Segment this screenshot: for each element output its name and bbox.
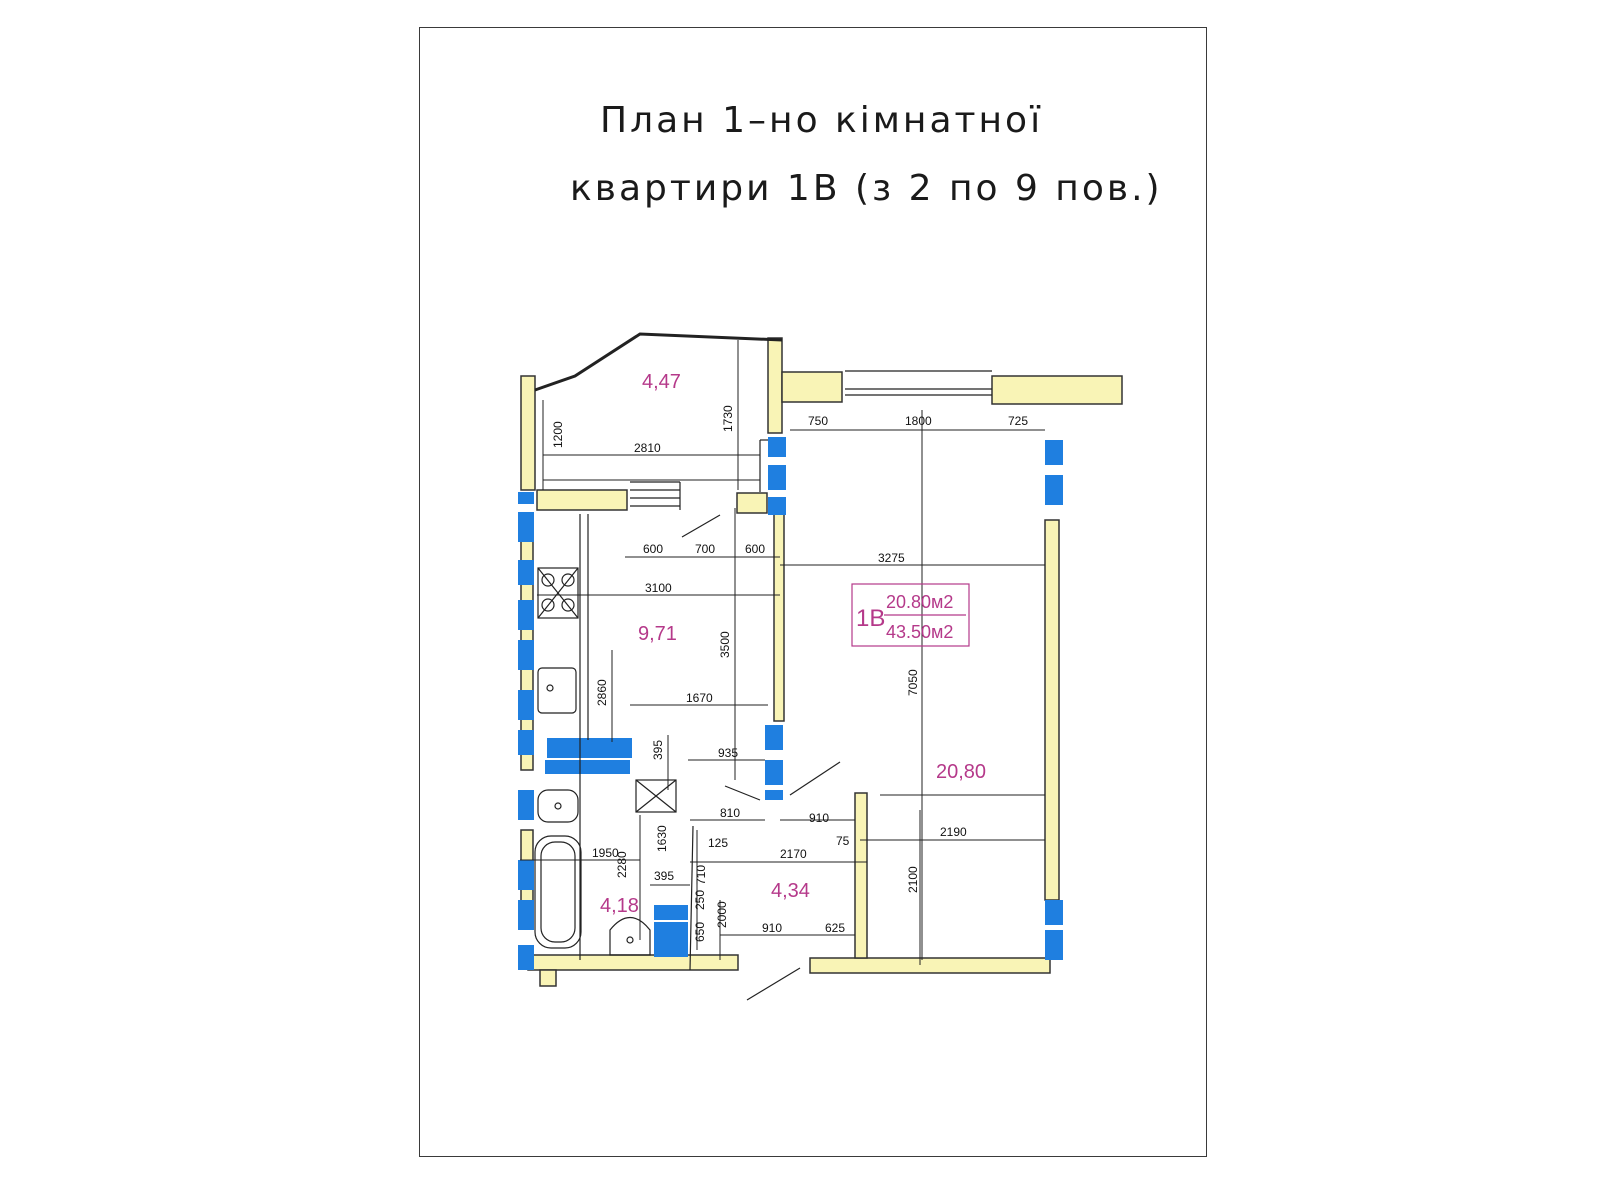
dim-1730: 1730 [721, 405, 735, 432]
toilet [537, 789, 579, 823]
dim-600-b: 600 [745, 542, 765, 556]
window-left-2 [518, 512, 534, 542]
window-left-11 [518, 945, 534, 970]
dim-1200: 1200 [551, 421, 565, 448]
walls [520, 337, 1123, 987]
dim-600-a: 600 [643, 542, 663, 556]
window-mid-2 [768, 465, 786, 490]
dim-2000: 2000 [715, 901, 729, 928]
dim-935: 935 [718, 746, 738, 760]
dim-725: 725 [1008, 414, 1028, 428]
room-areas: 4,47 9,71 20,80 4,18 4,34 [600, 371, 986, 917]
dim-2100: 2100 [906, 866, 920, 893]
wall-hall-right [854, 792, 868, 959]
kitchen-sink [537, 667, 577, 714]
dim-2170: 2170 [780, 847, 807, 861]
windows [518, 437, 1063, 970]
stamp-total-area: 43.50м2 [886, 622, 953, 642]
dim-700: 700 [695, 542, 715, 556]
dim-1800: 1800 [905, 414, 932, 428]
wall-loggia-bottom [536, 489, 628, 511]
wall-left-top [520, 375, 536, 491]
window-left-7 [518, 730, 534, 755]
wall-top-left [781, 371, 843, 403]
dim-250: 250 [693, 890, 707, 910]
dim-1630: 1630 [655, 825, 669, 852]
plan-title-line-1: План 1–но кімнатної [600, 100, 1044, 141]
radiator-2 [545, 760, 630, 774]
window-left-1 [518, 492, 534, 504]
dim-3275: 3275 [878, 551, 905, 565]
outline-lines [534, 332, 992, 1001]
area-room: 20,80 [936, 761, 986, 783]
dim-395-a: 395 [651, 740, 665, 760]
window-left-10 [518, 900, 534, 930]
window-mid-1 [768, 437, 786, 457]
window-left-8 [518, 790, 534, 820]
dim-810: 810 [720, 806, 740, 820]
dim-7050: 7050 [906, 669, 920, 696]
wall-loggia-right [767, 337, 783, 434]
stamp-living-area: 20.80м2 [886, 592, 953, 612]
dim-3100: 3100 [645, 581, 672, 595]
wall-stub [539, 969, 557, 987]
area-hall: 4,34 [771, 880, 810, 902]
drawing-sheet-border [419, 27, 1207, 1157]
window-door-1 [765, 725, 783, 750]
area-loggia: 4,47 [642, 371, 681, 393]
dim-650: 650 [693, 922, 707, 942]
wall-bottom-right [809, 957, 1051, 974]
dim-2810: 2810 [634, 441, 661, 455]
window-right-1 [1045, 440, 1063, 465]
wall-right [1044, 519, 1060, 901]
window-mid-3 [768, 497, 786, 515]
window-left-4 [518, 600, 534, 630]
dim-910-b: 910 [762, 921, 782, 935]
window-left-5 [518, 640, 534, 670]
dim-395-b: 395 [654, 869, 674, 883]
window-right-3 [1045, 900, 1063, 925]
dim-710: 710 [694, 865, 708, 885]
wall-bottom-left [527, 954, 739, 971]
radiator-1 [547, 738, 632, 758]
wall-top-right [991, 375, 1123, 405]
dimension-lines [520, 340, 1045, 965]
window-door-2 [765, 760, 783, 785]
dimension-labels: 750 1800 725 1200 1730 2810 600 700 600 … [551, 405, 1028, 942]
dim-1670: 1670 [686, 691, 713, 705]
window-left-6 [518, 690, 534, 720]
kitchen-stove [537, 567, 579, 619]
area-bathroom: 4,18 [600, 895, 639, 917]
wall-column [736, 492, 768, 514]
radiator-4 [654, 922, 688, 957]
window-door-3 [765, 790, 783, 800]
window-right-4 [1045, 930, 1063, 960]
dim-3500: 3500 [718, 631, 732, 658]
stamp-code: 1В [856, 605, 885, 632]
dim-2860: 2860 [595, 679, 609, 706]
dim-75: 75 [836, 834, 850, 848]
vent-shaft [635, 779, 677, 813]
dim-750: 750 [808, 414, 828, 428]
apartment-stamp: 1В 20.80м2 43.50м2 [851, 583, 970, 647]
window-left-3 [518, 560, 534, 585]
dim-625: 625 [825, 921, 845, 935]
dim-2190: 2190 [940, 825, 967, 839]
dim-910-a: 910 [809, 811, 829, 825]
area-kitchen: 9,71 [638, 623, 677, 645]
dim-1950: 1950 [592, 846, 619, 860]
window-right-2 [1045, 475, 1063, 505]
radiator-3 [654, 905, 688, 920]
plan-title-line-2: квартири 1В (з 2 по 9 пов.) [570, 168, 1163, 209]
bathtub [534, 835, 582, 949]
wall-partition-kitchen [773, 513, 785, 722]
dim-2280: 2280 [615, 851, 629, 878]
window-left-9 [518, 860, 534, 890]
washbasin [609, 916, 651, 956]
loggia-outline [534, 332, 783, 392]
dim-125: 125 [708, 836, 728, 850]
